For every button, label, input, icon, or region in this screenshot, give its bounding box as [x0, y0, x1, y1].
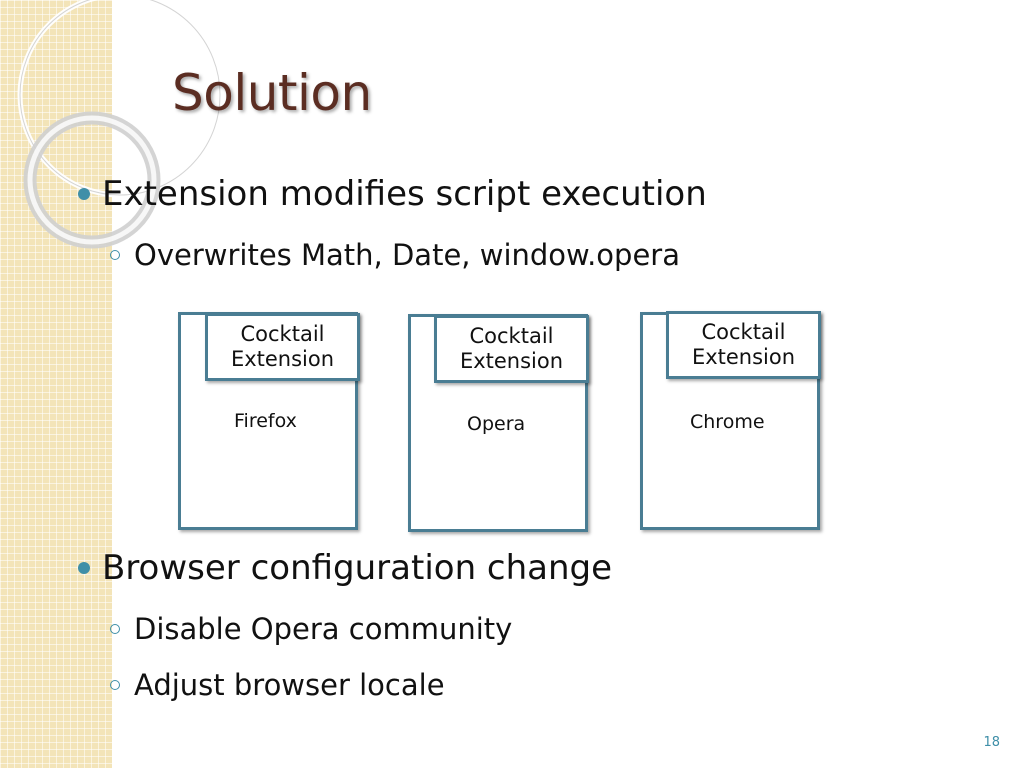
sub-bullet-text: Disable Opera community [134, 612, 513, 646]
extension-box-firefox: Cocktail Extension [205, 313, 360, 381]
extension-box-chrome: Cocktail Extension [666, 311, 821, 379]
decorative-rings [17, 0, 223, 249]
extension-label-line2: Extension [691, 345, 796, 369]
browser-label-firefox: Firefox [234, 410, 297, 432]
extension-label-line2: Extension [459, 349, 564, 373]
extension-box-opera: Cocktail Extension [434, 315, 589, 383]
page-number: 18 [983, 735, 1000, 750]
bullet-item: Browser configuration change [78, 548, 612, 588]
extension-label-line1: Cocktail [701, 320, 786, 344]
sub-bullet-ring-icon [110, 680, 120, 690]
sub-bullet-text: Adjust browser locale [134, 668, 445, 702]
bullet-dot-icon [78, 188, 90, 200]
extension-label-line2: Extension [230, 347, 335, 371]
sub-bullet-ring-icon [110, 250, 120, 260]
bullet-text: Browser configuration change [102, 548, 613, 588]
bullet-text: Extension modifies script execution [102, 174, 707, 214]
sub-bullet-text: Overwrites Math, Date, window.opera [134, 238, 680, 272]
browser-label-opera: Opera [467, 413, 526, 435]
sub-bullet-item: Overwrites Math, Date, window.opera [110, 238, 680, 272]
slide-title: Solution [172, 64, 372, 122]
sub-bullet-item: Disable Opera community [110, 612, 512, 646]
extension-label-line1: Cocktail [240, 322, 325, 346]
sub-bullet-ring-icon [110, 624, 120, 634]
browser-label-chrome: Chrome [690, 411, 765, 433]
extension-label-line1: Cocktail [469, 324, 554, 348]
bullet-dot-icon [78, 562, 90, 574]
sub-bullet-item: Adjust browser locale [110, 668, 445, 702]
bullet-item: Extension modifies script execution [78, 174, 707, 214]
